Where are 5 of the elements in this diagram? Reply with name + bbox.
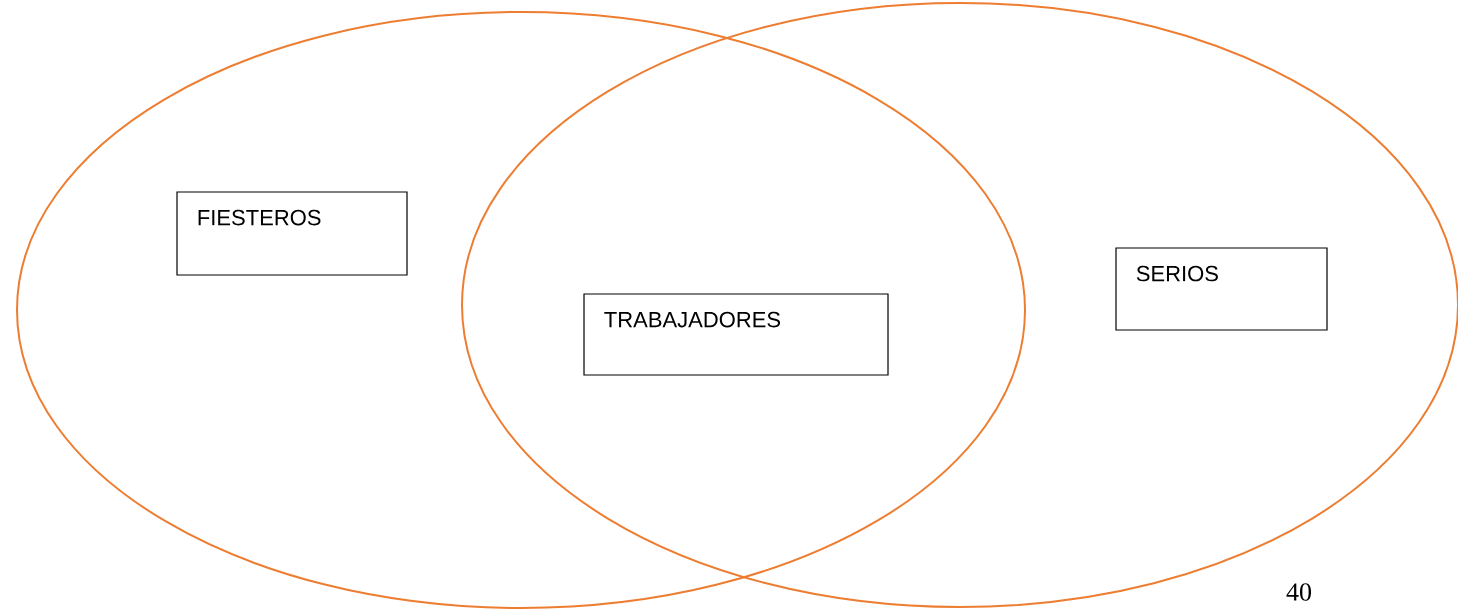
- label-box: FIESTEROS: [176, 191, 408, 276]
- page-number: 40: [1286, 583, 1311, 601]
- label-box: TRABAJADORES: [583, 293, 889, 376]
- venn-ellipse: [16, 11, 1026, 609]
- label-box: SERIOS: [1115, 247, 1328, 331]
